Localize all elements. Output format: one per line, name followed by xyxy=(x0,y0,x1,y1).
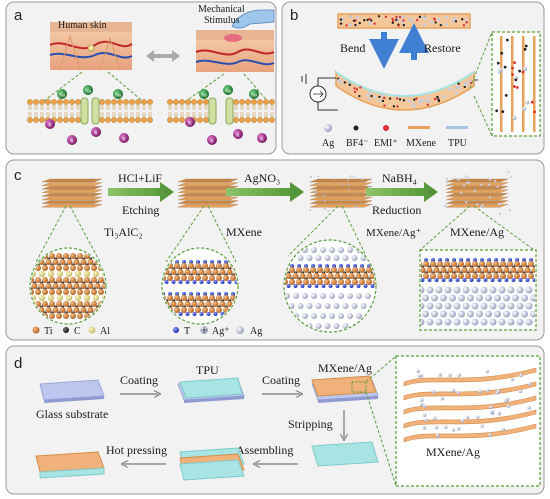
al-legend-icon xyxy=(88,326,96,334)
mxene-ag-top-label: MXene/Ag xyxy=(318,361,372,375)
panel-d-letter: d xyxy=(14,355,22,372)
svg-text:K: K xyxy=(236,134,240,139)
agno3-arrow-icon xyxy=(226,182,304,202)
step1-top: HCl+LiF xyxy=(118,171,162,185)
panel-a: a Human skin Mechanical Stimulus xyxy=(5,1,277,155)
mechanical-label-2: Stimulus xyxy=(204,15,240,26)
membrane-left xyxy=(27,97,153,125)
zoom-box xyxy=(491,31,541,137)
legend-emi: EMI⁺ xyxy=(374,138,398,149)
svg-text:Na: Na xyxy=(115,94,122,99)
flat-strip-particles xyxy=(339,15,468,27)
restore-label: Restore xyxy=(424,41,461,55)
ti3alc2-stack xyxy=(41,178,103,208)
mxene-agplus-label: MXene/Ag⁺ xyxy=(366,227,421,239)
skin-right xyxy=(195,30,275,72)
svg-text:K: K xyxy=(48,124,52,129)
svg-text:K: K xyxy=(210,140,214,145)
step3-bottom: Reduction xyxy=(372,203,421,217)
ti3alc2-label: Ti₃AlC₂ xyxy=(104,225,143,239)
mxene-agplus-stack xyxy=(309,175,373,212)
coating2-label: Coating xyxy=(262,373,300,387)
coating1-label: Coating xyxy=(120,373,158,387)
bf4-legend-icon xyxy=(353,125,359,131)
c-legend-icon xyxy=(63,327,69,333)
legend-al: Al xyxy=(100,326,110,337)
panel-c-letter: c xyxy=(14,167,22,184)
svg-text:Na: Na xyxy=(251,94,258,99)
panel-b: b Bend Restore Ag BF4⁻ xyxy=(281,1,545,155)
legend-agplus: Ag⁺ xyxy=(212,326,230,337)
mxene-ag-slab xyxy=(311,375,379,403)
legend-mxene: MXene xyxy=(406,138,437,149)
assembling-label: Assembling xyxy=(236,443,293,457)
human-skin-label: Human skin xyxy=(58,20,107,31)
panel-b-legend: Ag BF4⁻ EMI⁺ MXene TPU xyxy=(322,124,468,149)
legend-ti: Ti xyxy=(44,326,53,337)
ag-legend-icon xyxy=(324,124,332,132)
stripped-film xyxy=(311,441,379,467)
mxene-stack xyxy=(177,178,239,208)
glass-substrate-slab xyxy=(39,379,105,403)
mxene-label: MXene xyxy=(226,225,262,239)
mxene-legend-icon xyxy=(408,126,430,129)
final-device xyxy=(35,451,105,479)
svg-text:Na: Na xyxy=(225,90,232,95)
svg-text:Na: Na xyxy=(85,90,92,95)
svg-text:Na: Na xyxy=(201,94,208,99)
panel-b-letter: b xyxy=(290,7,298,24)
mxene-ag-stack xyxy=(443,170,513,216)
emi-legend-icon xyxy=(383,125,389,131)
stripping-label: Stripping xyxy=(288,417,333,431)
svg-text:K: K xyxy=(70,140,74,145)
svg-text:K: K xyxy=(122,138,126,143)
step1-bottom: Etching xyxy=(122,203,159,217)
ions-right: Na Na Na K K K K xyxy=(185,85,267,145)
assembled-stack xyxy=(179,447,245,481)
svg-text:Na: Na xyxy=(59,94,66,99)
glass-label: Glass substrate xyxy=(36,407,108,421)
mxene-ag-label: MXene/Ag xyxy=(450,225,504,239)
step3-top: NaBH₄ xyxy=(382,171,417,185)
etching-arrow-icon xyxy=(108,182,174,202)
legend-c: C xyxy=(74,326,81,337)
hot-pressing-label: Hot pressing xyxy=(106,443,167,457)
svg-text:K: K xyxy=(188,122,192,127)
legend-t: T xyxy=(184,326,190,337)
svg-text:K: K xyxy=(260,138,264,143)
tpu-slab xyxy=(177,377,245,403)
mxene-ag-atoms xyxy=(421,258,535,326)
ag-c-legend-icon xyxy=(236,326,244,334)
reduction-arrow-icon xyxy=(366,182,438,202)
tpu-label: TPU xyxy=(196,363,219,377)
mechanical-label-1: Mechanical xyxy=(198,4,245,15)
bend-label: Bend xyxy=(340,41,365,55)
ti-legend-icon xyxy=(32,326,40,334)
zoom-content xyxy=(495,36,537,132)
legend-ag-c: Ag xyxy=(250,326,262,337)
legend-bf4: BF4⁻ xyxy=(346,138,369,149)
t-legend-icon xyxy=(173,327,179,333)
mxene-ag-zoom-label: MXene/Ag xyxy=(426,445,480,459)
ions-left: Na Na Na K K K K xyxy=(45,85,129,145)
svg-text:K: K xyxy=(94,132,98,137)
panel-a-letter: a xyxy=(14,7,23,24)
mxene-zoom xyxy=(161,247,239,325)
skin-left xyxy=(49,22,133,71)
tpu-legend-icon xyxy=(446,126,468,129)
step2-top: AgNO₃ xyxy=(244,171,280,185)
finger-icon xyxy=(231,9,275,29)
panel-d: d Glass substrate Coating TPU Coating MX… xyxy=(5,345,545,495)
legend-ag: Ag xyxy=(322,138,334,149)
circuit xyxy=(301,74,478,111)
panel-c-legend: Ti C Al T Ag⁺ Ag xyxy=(32,326,262,337)
legend-tpu: TPU xyxy=(448,138,468,149)
mxene-ag-layers xyxy=(403,367,537,443)
panel-c: c HCl+LiF Etching AgNO₃ NaBH₄ Reduction … xyxy=(5,159,545,341)
